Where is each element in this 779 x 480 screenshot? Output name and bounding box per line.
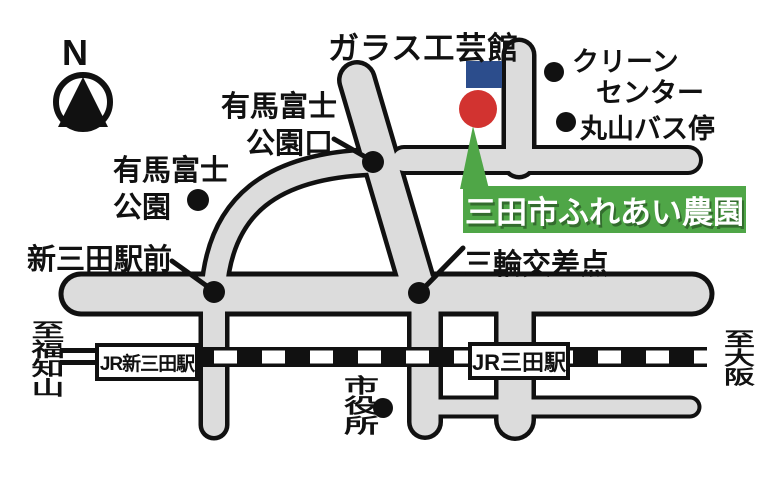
- rail-left-track-bottom: [60, 360, 98, 365]
- shin-sanda-ekimae-dot: [203, 281, 225, 303]
- to-fukuchiyama-label: 至福知山: [27, 320, 64, 397]
- maruyama-bus-stop-label: 丸山バス停: [580, 114, 715, 144]
- compass-north-label: N: [62, 32, 88, 73]
- leader-miwa: [418, 245, 466, 294]
- arima-park-line1: 有馬富士: [113, 155, 230, 187]
- jr-shin-sanda-station-box: JR新三田駅: [95, 343, 199, 381]
- maruyama-dot: [556, 112, 576, 132]
- shin-sanda-ekimae-label: 新三田駅前: [27, 244, 173, 276]
- rail-left-track-top: [60, 348, 98, 353]
- arima-entrance-dot: [362, 151, 384, 173]
- jr-sanda-station-box: JR三田駅: [468, 342, 570, 380]
- leader-arima-entrance: [331, 136, 372, 162]
- destination-marker: [459, 90, 497, 128]
- miwa-intersection-label: 三輪交差点: [464, 249, 610, 281]
- arima-entrance-line1: 有馬富士: [221, 91, 338, 123]
- arima-entrance-line2: 公園口: [245, 128, 333, 160]
- destination-banner: 三田市ふれあい農園: [463, 186, 746, 233]
- clean-center-dot: [544, 62, 564, 82]
- city-hall-dot: [373, 398, 393, 418]
- compass-icon: [53, 72, 113, 132]
- banner-pointer-icon: [460, 126, 489, 189]
- glass-hall-marker: [466, 61, 502, 88]
- clean-center-line2: センター: [596, 78, 704, 108]
- glass-craft-hall-label: ガラス工芸館: [328, 31, 520, 66]
- arima-park-dot: [187, 189, 209, 211]
- miwa-dot: [408, 282, 430, 304]
- arima-entrance-label: 有馬富士 公園口: [221, 89, 338, 163]
- city-hall-label: 市役所: [339, 375, 378, 435]
- leader-shin-sanda-ekimae: [169, 258, 214, 292]
- arima-park-line2: 公園: [113, 192, 172, 224]
- arima-park-label: 有馬富士 公園: [113, 153, 229, 227]
- railway-line: [60, 347, 707, 367]
- clean-center-line1: クリーン: [572, 47, 679, 77]
- to-osaka-label: 至大阪: [719, 329, 754, 386]
- clean-center-label: クリーン センター: [572, 47, 704, 109]
